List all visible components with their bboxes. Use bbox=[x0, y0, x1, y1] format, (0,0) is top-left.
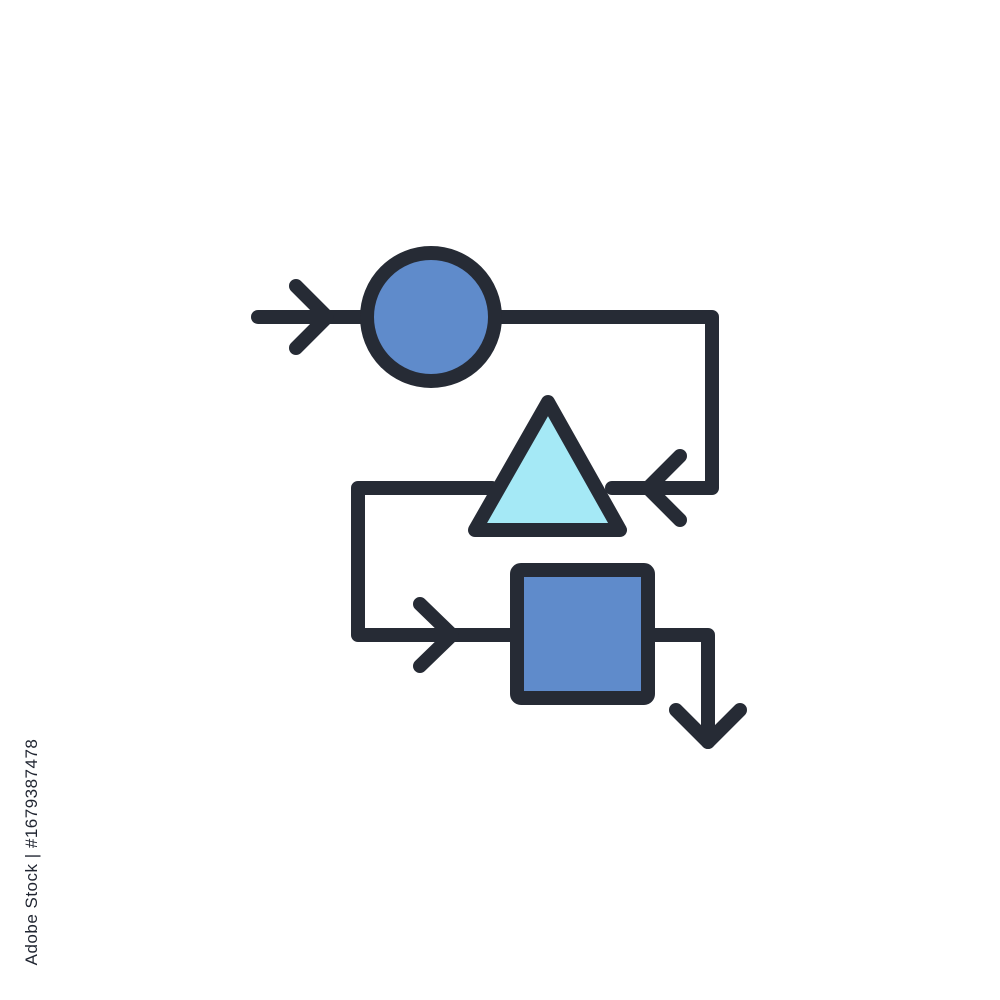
square-arrow-icon bbox=[413, 597, 459, 673]
circle-to-triangle-connector bbox=[491, 310, 719, 495]
triangle-to-square-connector bbox=[351, 481, 523, 642]
stock-id-label: Adobe Stock | #1679387478 bbox=[22, 738, 41, 966]
loop-arrow-icon bbox=[641, 449, 687, 527]
entry-arrow-icon bbox=[289, 279, 334, 355]
circle-node bbox=[360, 246, 502, 388]
exit-arrow-icon bbox=[669, 703, 747, 749]
square-node bbox=[510, 563, 655, 705]
triangle-node bbox=[468, 395, 627, 537]
exit-connector bbox=[641, 628, 715, 749]
